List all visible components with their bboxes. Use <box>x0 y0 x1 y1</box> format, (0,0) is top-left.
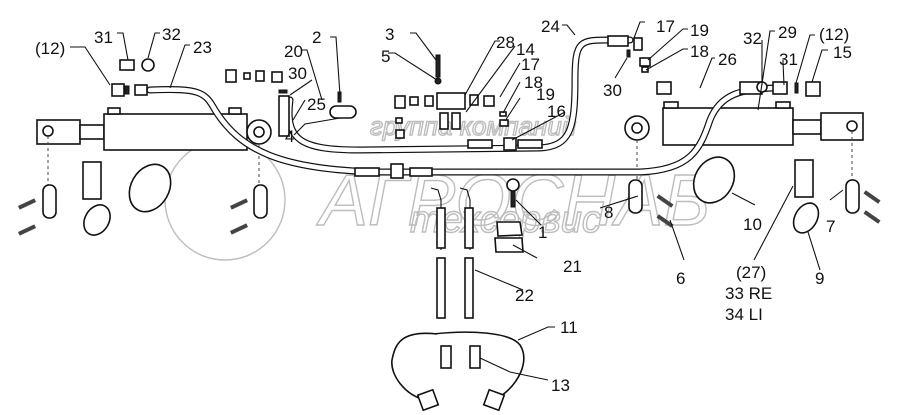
callout-32-left: 32 <box>162 25 181 44</box>
callout-19-right: 19 <box>690 21 709 40</box>
hoses <box>146 36 784 176</box>
callout-30-right: 30 <box>603 81 622 100</box>
callout-27: (27) <box>736 263 766 282</box>
right-hydraulic-cylinder <box>624 101 864 180</box>
callout-31-left: 31 <box>94 28 113 47</box>
callout-5: 5 <box>381 47 390 66</box>
valve-block <box>354 54 543 179</box>
callout-26: 26 <box>718 50 737 69</box>
callout-34-li: 34 LI <box>725 305 763 324</box>
callout-16: 16 <box>547 102 566 121</box>
pins-and-clamps <box>17 156 881 236</box>
callout-31-right: 31 <box>779 50 798 69</box>
callout-labels: (12) 31 32 23 20 2 30 25 4 3 5 28 14 17 … <box>35 17 852 395</box>
right-fittings <box>607 35 821 97</box>
callout-9: 9 <box>815 269 824 288</box>
callout-11: 11 <box>560 318 578 337</box>
callout-18-center: 18 <box>524 73 543 92</box>
callout-8: 8 <box>604 203 613 222</box>
callout-10: 10 <box>743 215 762 234</box>
callout-33-re: 33 RE <box>725 284 772 303</box>
callout-21: 21 <box>563 257 582 276</box>
callout-20: 20 <box>284 42 303 61</box>
callout-6: 6 <box>676 269 685 288</box>
callout-18-right: 18 <box>690 42 709 61</box>
lower-assembly <box>391 178 525 412</box>
callout-4: 4 <box>285 127 294 146</box>
callout-23: 23 <box>193 38 212 57</box>
callout-7: 7 <box>826 217 835 236</box>
callout-25: 25 <box>307 95 326 114</box>
callout-12-left: (12) <box>35 39 65 58</box>
callout-22: 22 <box>515 286 534 305</box>
callout-17-right: 17 <box>656 17 675 36</box>
callout-17-center: 17 <box>521 55 540 74</box>
callout-19-center: 19 <box>536 85 555 104</box>
callout-12-right: (12) <box>819 25 849 44</box>
callout-28: 28 <box>496 33 515 52</box>
callout-3: 3 <box>385 25 394 44</box>
callout-32-right: 32 <box>743 29 762 48</box>
callout-14: 14 <box>516 40 535 59</box>
left-fittings <box>111 58 357 137</box>
right-rod-eye <box>820 112 864 141</box>
callout-2: 2 <box>312 28 321 47</box>
callout-13: 13 <box>551 376 570 395</box>
leader-lines <box>70 21 844 381</box>
callout-15: 15 <box>833 43 852 62</box>
callout-30-left: 30 <box>288 64 307 83</box>
callout-24: 24 <box>541 17 560 36</box>
callout-1: 1 <box>538 223 547 242</box>
callout-29: 29 <box>778 23 797 42</box>
